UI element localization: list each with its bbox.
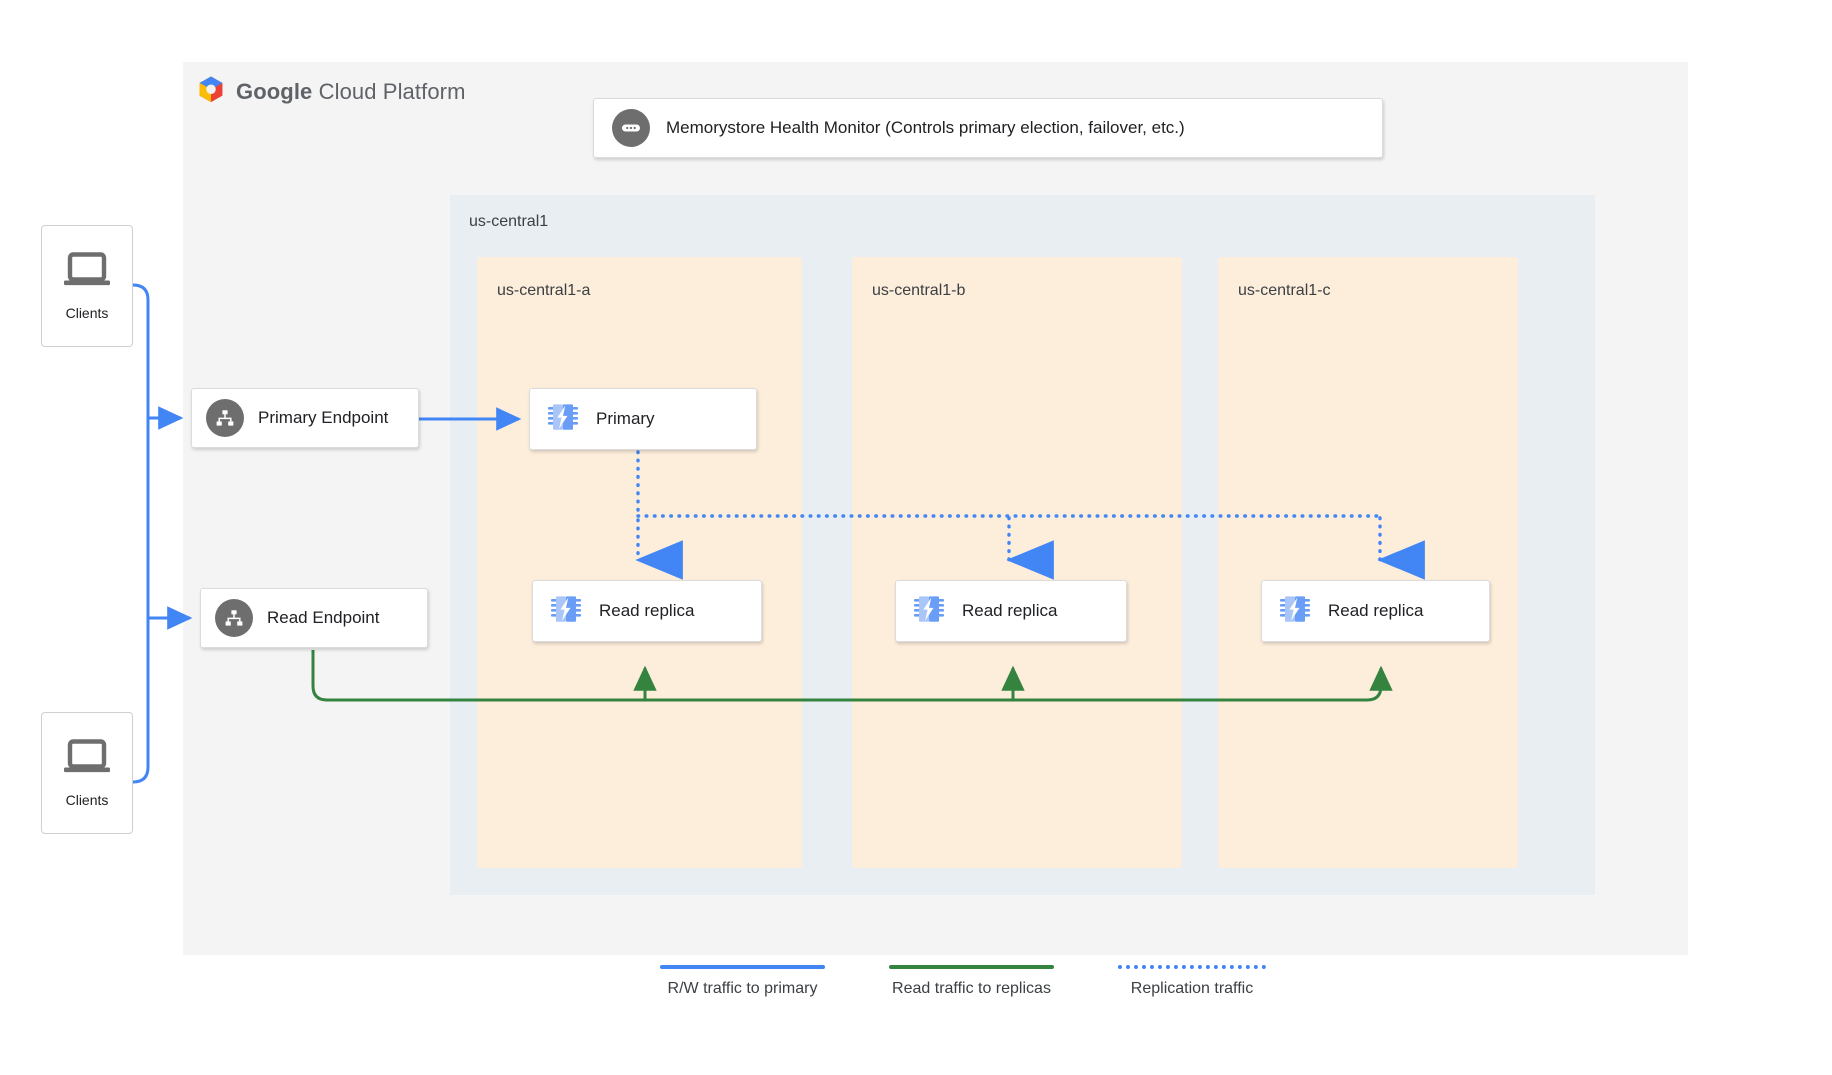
primary-node-label: Primary	[596, 409, 655, 428]
read-replica-a-label: Read replica	[599, 601, 695, 620]
clients-box-top[interactable]: Clients	[41, 225, 133, 347]
health-monitor-icon	[612, 109, 650, 147]
primary-node-card[interactable]: Primary	[529, 388, 757, 450]
legend-swatch-blue-solid	[660, 965, 825, 969]
client-traffic-trunk	[132, 283, 193, 784]
memorystore-chip-icon	[549, 592, 583, 631]
region-label: us-central1	[469, 213, 549, 230]
google-cloud-hexagon-logo-icon	[196, 74, 226, 109]
zone-box-us-central1-b: us-central1-b	[852, 257, 1182, 868]
legend-swatch-blue-dotted	[1118, 965, 1266, 969]
clients-label-bottom: Clients	[65, 792, 109, 808]
gcp-wordmark-cloud-platform: Cloud Platform	[312, 78, 466, 104]
legend: R/W traffic to primary Read traffic to r…	[660, 965, 1266, 998]
zone-label-a: us-central1-a	[497, 282, 591, 299]
gcp-branding: Google Cloud Platform	[196, 74, 466, 109]
read-endpoint-card[interactable]: Read Endpoint	[200, 588, 428, 648]
primary-endpoint-card[interactable]: Primary Endpoint	[191, 388, 419, 448]
clients-box-bottom[interactable]: Clients	[41, 712, 133, 834]
zone-label-b: us-central1-b	[872, 282, 966, 299]
laptop-icon	[61, 738, 113, 783]
network-hierarchy-icon	[215, 599, 253, 637]
health-monitor-label: Memorystore Health Monitor (Controls pri…	[666, 118, 1185, 137]
gcp-wordmark-google: Google	[236, 78, 313, 104]
legend-item-read-traffic: Read traffic to replicas	[889, 965, 1054, 998]
read-endpoint-label: Read Endpoint	[267, 608, 380, 627]
read-replica-a-card[interactable]: Read replica	[532, 580, 762, 642]
legend-label-read-traffic: Read traffic to replicas	[892, 980, 1051, 997]
read-replica-b-label: Read replica	[962, 601, 1058, 620]
memorystore-chip-icon	[912, 592, 946, 631]
legend-item-replication-traffic: Replication traffic	[1118, 965, 1266, 998]
read-replica-b-card[interactable]: Read replica	[895, 580, 1127, 642]
legend-label-rw-traffic: R/W traffic to primary	[667, 980, 818, 997]
zone-label-c: us-central1-c	[1238, 282, 1331, 299]
memorystore-chip-icon	[1278, 592, 1312, 631]
primary-endpoint-label: Primary Endpoint	[258, 408, 389, 427]
laptop-icon	[61, 251, 113, 296]
legend-label-replication-traffic: Replication traffic	[1130, 980, 1254, 997]
network-hierarchy-icon	[206, 399, 244, 437]
legend-swatch-green-solid	[889, 965, 1054, 969]
zone-box-us-central1-a: us-central1-a	[477, 257, 802, 868]
read-replica-c-card[interactable]: Read replica	[1261, 580, 1490, 642]
gcp-wordmark: Google Cloud Platform	[236, 79, 466, 105]
read-replica-c-label: Read replica	[1328, 601, 1424, 620]
memorystore-chip-icon	[546, 400, 580, 439]
health-monitor-card[interactable]: Memorystore Health Monitor (Controls pri…	[593, 98, 1383, 158]
zone-box-us-central1-c: us-central1-c	[1218, 257, 1518, 868]
clients-label-top: Clients	[65, 305, 109, 321]
legend-item-rw-traffic: R/W traffic to primary	[660, 965, 825, 998]
